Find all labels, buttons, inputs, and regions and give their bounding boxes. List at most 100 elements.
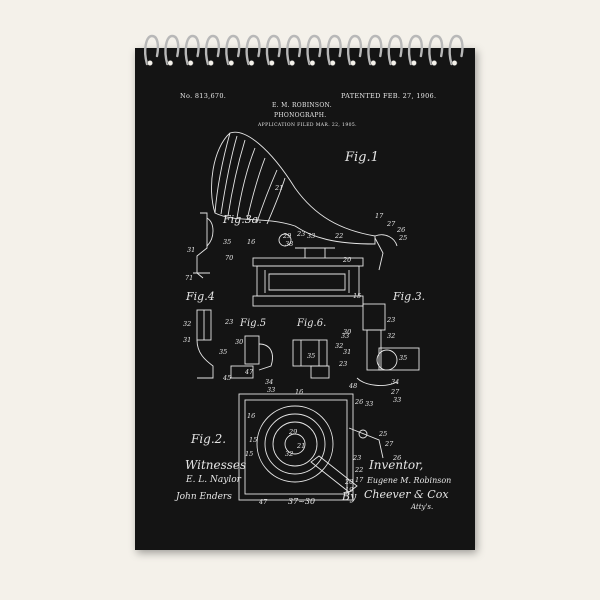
spiral-ring	[326, 34, 342, 66]
svg-text:30: 30	[343, 328, 351, 336]
svg-text:26: 26	[396, 226, 405, 234]
svg-text:27: 27	[386, 220, 396, 228]
svg-text:32: 32	[387, 332, 395, 340]
svg-text:23: 23	[224, 318, 233, 326]
svg-text:23: 23	[352, 454, 361, 462]
svg-text:47: 47	[244, 368, 254, 376]
spiral-ring	[184, 34, 200, 66]
svg-text:17: 17	[355, 476, 364, 484]
fig1-label: Fig.1	[345, 150, 379, 165]
fig3a-label: Fig.3a.	[223, 213, 262, 226]
svg-text:26: 26	[392, 454, 401, 462]
inventor-label: Inventor,	[369, 458, 424, 472]
spiral-ring	[407, 34, 424, 66]
svg-text:26: 26	[354, 398, 363, 406]
fig5-part	[230, 335, 273, 379]
svg-text:33: 33	[341, 332, 349, 340]
fig3-label: Fig.3.	[393, 290, 426, 303]
svg-text:17: 17	[375, 212, 384, 220]
svg-text:27: 27	[384, 440, 394, 448]
punch-hole	[350, 60, 356, 66]
svg-text:16: 16	[295, 388, 303, 396]
inventor-signature: Eugene M. Robinson	[367, 476, 452, 485]
punch-hole	[187, 60, 194, 66]
fig1-cabinet	[252, 247, 364, 307]
spiral-ring	[164, 34, 180, 66]
punch-hole	[309, 60, 316, 66]
svg-text:16: 16	[247, 238, 255, 246]
spiral-ring	[367, 34, 383, 66]
svg-text:71: 71	[185, 274, 193, 282]
svg-text:35: 35	[307, 352, 315, 360]
fig2-label: Fig.2.	[191, 432, 227, 446]
svg-text:23: 23	[338, 360, 347, 368]
svg-text:29: 29	[288, 428, 297, 436]
punch-hole	[228, 60, 235, 66]
punch-hole	[248, 60, 255, 66]
spiral-ring	[347, 34, 363, 66]
svg-text:32: 32	[183, 320, 191, 328]
punch-hole	[390, 60, 397, 66]
svg-text:33: 33	[365, 400, 373, 408]
spiral-ring	[265, 34, 281, 66]
svg-text:35: 35	[223, 238, 231, 246]
svg-text:25: 25	[378, 430, 387, 438]
fig4-label: Fig.4	[186, 290, 215, 303]
attorney-signature: Cheever & Cox	[364, 488, 449, 501]
inventor-name: E. M. ROBINSON.	[272, 102, 332, 109]
attys-label: Atty's.	[411, 503, 434, 511]
svg-text:22: 22	[334, 232, 343, 240]
punch-hole	[208, 60, 214, 66]
svg-text:31: 31	[343, 348, 351, 356]
svg-text:33: 33	[267, 386, 275, 394]
punch-hole	[167, 60, 174, 66]
svg-text:25: 25	[398, 234, 407, 242]
fig6-part	[292, 339, 330, 379]
svg-text:47: 47	[258, 498, 268, 506]
punch-hole	[147, 60, 153, 66]
svg-text:22: 22	[354, 466, 363, 474]
svg-text:45: 45	[222, 374, 231, 382]
svg-text:15: 15	[353, 292, 361, 300]
spiral-ring	[387, 34, 403, 66]
svg-text:15: 15	[249, 436, 257, 444]
spiral-binding	[144, 34, 464, 66]
spiral-ring	[225, 34, 241, 66]
svg-text:70: 70	[225, 254, 233, 262]
punch-hole	[451, 60, 458, 66]
svg-text:33: 33	[307, 232, 315, 240]
punch-hole	[411, 60, 417, 66]
fig3-part	[356, 303, 420, 386]
bottom-reference: 37~30	[288, 497, 316, 506]
patent-title: PHONOGRAPH.	[274, 112, 327, 119]
fig4-tube	[196, 309, 214, 379]
patent-number: No. 813,670.	[180, 92, 227, 100]
svg-text:20: 20	[342, 256, 351, 264]
spiral-ring	[286, 34, 302, 66]
witness-1-signature: E. L. Naylor	[186, 475, 241, 485]
punch-hole	[289, 60, 295, 66]
spiral-ring	[428, 34, 444, 66]
svg-text:32: 32	[335, 342, 343, 350]
spiral-ring	[245, 34, 261, 66]
spiral-ring	[448, 34, 464, 66]
fig2-turntable	[238, 393, 384, 501]
fig3a-bracket	[193, 212, 214, 279]
svg-text:34: 34	[391, 378, 399, 386]
svg-text:20: 20	[344, 478, 353, 486]
svg-text:48: 48	[348, 382, 357, 390]
fig5-label: Fig.5	[240, 318, 267, 329]
svg-text:19: 19	[345, 486, 353, 494]
punch-hole	[329, 60, 336, 66]
fig1-horn	[211, 131, 398, 271]
svg-text:33: 33	[393, 396, 401, 404]
patent-drawing: 21 17 27 26 25 29 23 33 22 20 38 16 35 7…	[183, 131, 420, 506]
patent-date: PATENTED FEB. 27, 1906.	[341, 92, 437, 100]
punch-hole	[370, 60, 377, 66]
svg-text:32: 32	[285, 450, 293, 458]
spiral-ring	[204, 34, 221, 66]
notebook-cover	[135, 48, 475, 550]
spiral-ring	[306, 34, 322, 66]
svg-text:21: 21	[274, 184, 283, 192]
by-label: By	[342, 490, 357, 503]
